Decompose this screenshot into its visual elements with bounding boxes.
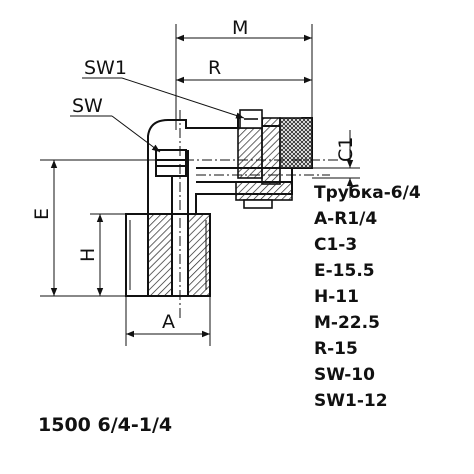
dim-label-h: H (77, 248, 99, 262)
dim-label-m: M (232, 17, 248, 39)
dim-label-c1: C1 (335, 137, 357, 162)
dim-label-sw1: SW1 (84, 57, 127, 79)
spec-h: H-11 (314, 287, 359, 307)
spec-list: Трубка-6/4 A-R1/4 C1-3 E-15.5 H-11 M-22.… (314, 180, 421, 414)
spec-m: M-22.5 (314, 313, 380, 333)
dim-label-e: E (31, 208, 53, 220)
nut-section (235, 109, 313, 209)
part-number: 1500 6/4-1/4 (38, 414, 173, 436)
spec-e: E-15.5 (314, 261, 375, 281)
dim-label-r: R (208, 57, 221, 79)
spec-sw: SW-10 (314, 365, 375, 385)
dim-label-a: A (162, 311, 175, 333)
spec-r: R-15 (314, 339, 358, 359)
spec-c1: C1-3 (314, 235, 358, 255)
spec-tube: Трубка-6/4 (314, 183, 421, 203)
dim-label-sw: SW (72, 95, 103, 117)
spec-a: A-R1/4 (314, 209, 378, 229)
dimension-lines (40, 24, 360, 346)
threaded-shank (125, 213, 211, 297)
spec-sw1: SW1-12 (314, 391, 388, 411)
